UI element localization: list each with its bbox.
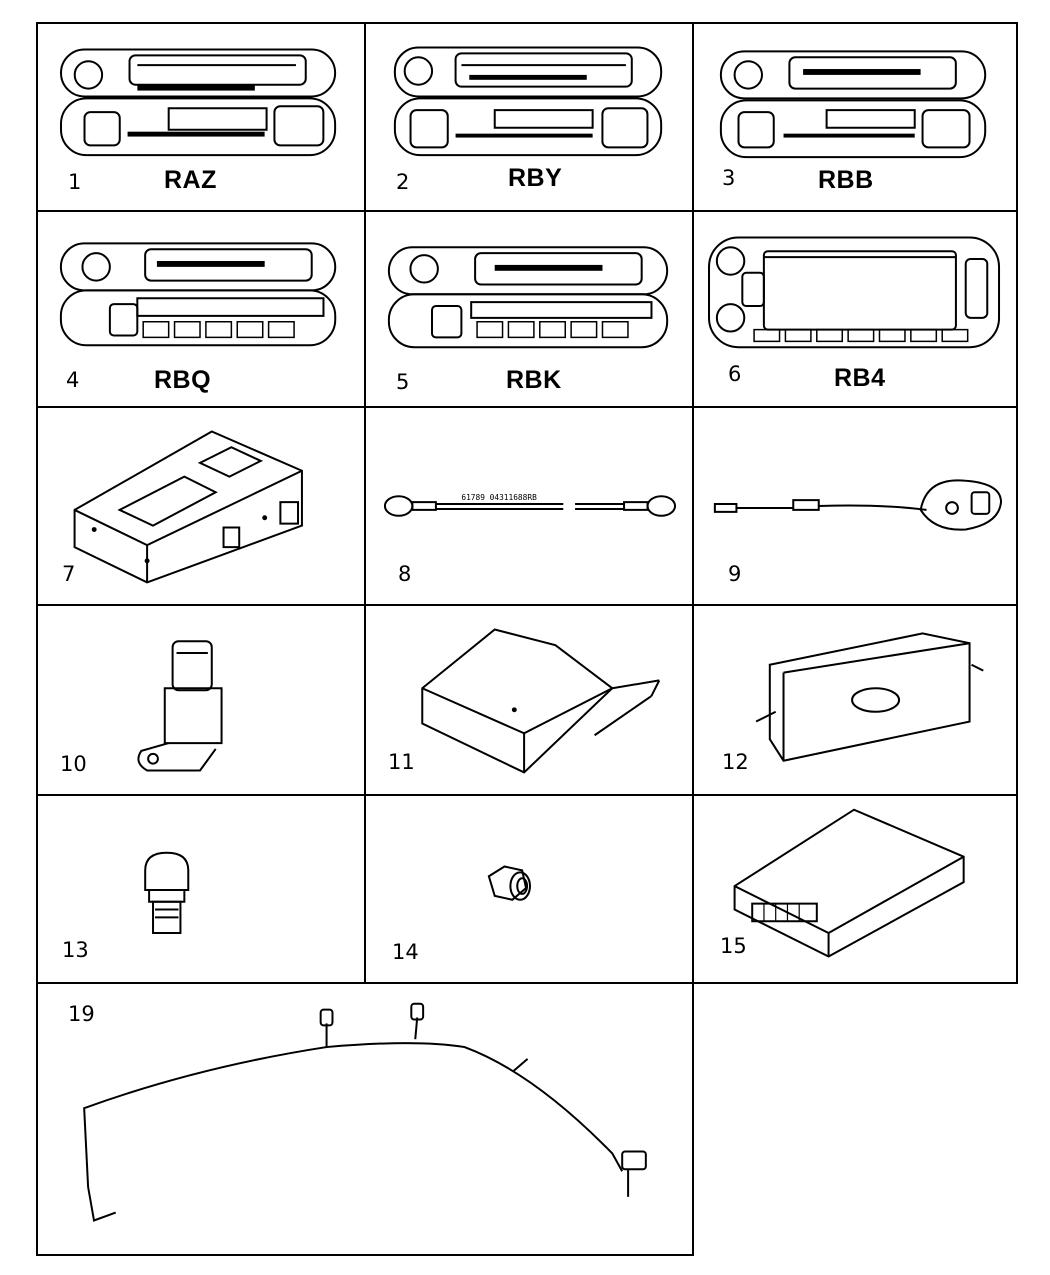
- radio-rbb-illustration: [694, 24, 1016, 210]
- item-number: 9: [728, 562, 742, 586]
- item-number: 14: [392, 940, 419, 964]
- item-number: 5: [396, 370, 410, 394]
- nut-illustration: [366, 796, 692, 982]
- bolt-illustration: [38, 796, 364, 982]
- item-number: 11: [388, 750, 415, 774]
- item-number: 1: [68, 170, 82, 194]
- part-cell-2: 2 RBY: [364, 22, 694, 212]
- module-unit-illustration: [694, 796, 1016, 982]
- part-cell-1: 1 RAZ: [36, 22, 366, 212]
- item-number: 8: [398, 562, 412, 586]
- part-cell-4: 4 RBQ: [36, 210, 366, 408]
- part-cell-7: 7: [36, 406, 366, 606]
- item-number: 6: [728, 362, 742, 386]
- radio-code-label: RBY: [508, 164, 563, 192]
- item-number: 12: [722, 750, 749, 774]
- item-number: 3: [722, 166, 736, 190]
- connector-bracket-illustration: [38, 606, 364, 794]
- radio-rbk-illustration: [366, 212, 692, 406]
- item-number: 4: [66, 368, 80, 392]
- part-cell-14: 14: [364, 794, 694, 984]
- radio-rby-illustration: [366, 24, 692, 210]
- cable-part-text: 61789 04311688RB: [461, 493, 537, 502]
- part-cell-15: 15: [692, 794, 1018, 984]
- part-cell-8: 61789 04311688RB 8: [364, 406, 694, 606]
- item-number: 7: [62, 562, 76, 586]
- wiring-harness-illustration: [38, 984, 692, 1254]
- radio-code-label: RBB: [818, 166, 874, 194]
- part-cell-5: 5 RBK: [364, 210, 694, 408]
- part-cell-10: 10: [36, 604, 366, 796]
- part-cell-11: 11: [364, 604, 694, 796]
- antenna-cable-illustration: [694, 408, 1016, 604]
- part-cell-13: 13: [36, 794, 366, 984]
- radio-raz-illustration: [38, 24, 364, 210]
- radio-code-label: RBQ: [154, 366, 212, 394]
- part-cell-9: 9: [692, 406, 1018, 606]
- item-number: 13: [62, 938, 89, 962]
- radio-code-label: RB4: [834, 364, 886, 392]
- radio-code-label: RBK: [506, 366, 562, 394]
- radio-rbq-illustration: [38, 212, 364, 406]
- part-cell-12: 12: [692, 604, 1018, 796]
- item-number: 19: [68, 1002, 95, 1026]
- part-cell-6: 6 RB4: [692, 210, 1018, 408]
- part-cell-3: 3 RBB: [692, 22, 1018, 212]
- ground-strap-illustration: 61789 04311688RB: [366, 493, 692, 604]
- mounting-tray-illustration: [366, 606, 692, 794]
- amplifier-illustration: [694, 606, 1016, 794]
- radio-code-label: RAZ: [164, 166, 217, 194]
- radio-rb4-illustration: [694, 212, 1016, 406]
- item-number: 2: [396, 170, 410, 194]
- item-number: 10: [60, 752, 87, 776]
- module-box-illustration: [38, 408, 364, 604]
- item-number: 15: [720, 934, 747, 958]
- part-cell-19: 19: [36, 982, 694, 1256]
